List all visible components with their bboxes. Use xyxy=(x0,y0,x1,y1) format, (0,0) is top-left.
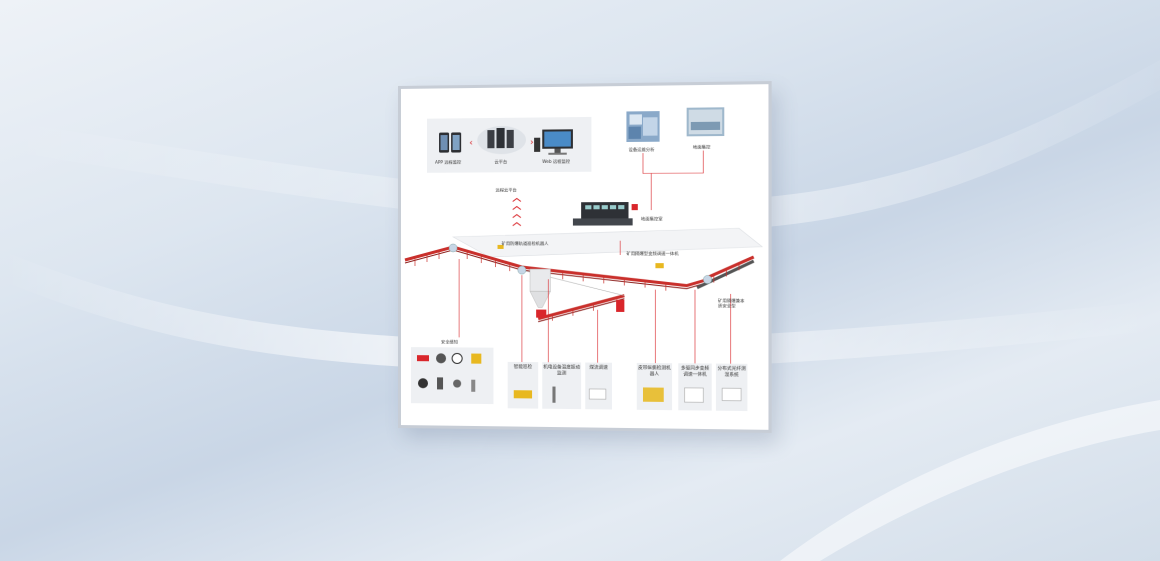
ground-control-label: 地面集控 xyxy=(692,144,711,150)
module-box-belt-tear xyxy=(636,362,673,411)
module-box-multi-sync xyxy=(678,363,712,411)
module-box-temp-vibration xyxy=(542,362,582,410)
upload-chevrons-icon xyxy=(513,198,521,225)
belt-sensor-label: 矿用隔爆兼本质安全型 xyxy=(718,297,745,309)
phone-icon xyxy=(439,132,462,153)
web-label: Web 远程监控 xyxy=(542,158,571,164)
svg-text:›: › xyxy=(530,138,534,148)
conveyor-system xyxy=(405,247,754,323)
pulley-icon xyxy=(703,275,711,283)
svg-text:‹: ‹ xyxy=(469,138,473,148)
control-desk-icon xyxy=(572,202,638,226)
remote-platform-graphics: ‹ › xyxy=(401,107,772,412)
pulley-icon xyxy=(518,266,526,274)
system-diagram-panel: ‹ › xyxy=(398,81,772,433)
safety-sensing-label: 安全感知 xyxy=(441,339,458,345)
control-room-label: 地面集控室 xyxy=(640,216,663,222)
module-label-smart-inspection: 智能巡检 xyxy=(513,364,533,371)
inspection-robot-label: 矿用防爆轨道巡检机器人 xyxy=(501,240,549,246)
module-label-coal-flow: 煤流调速 xyxy=(589,365,608,371)
sync-inverter-label: 矿用隔爆型变频调速一体机 xyxy=(626,250,679,256)
equipment-analysis-label: 设备运维分析 xyxy=(628,146,655,153)
module-label-fiber-temp: 分布式光纤测温系统 xyxy=(717,366,746,379)
module-label-belt-tear: 皮带纵撕检测机器人 xyxy=(638,365,671,378)
module-label-temp-vibration: 机电设备温度振动监测 xyxy=(543,365,581,377)
cloud-server-icon xyxy=(477,125,526,155)
module-box-fiber-temp xyxy=(715,363,748,412)
inspection-robot-icon xyxy=(497,244,504,249)
module-box-coal-flow xyxy=(585,362,612,410)
app-label: APP 远程监控 xyxy=(435,159,462,165)
analysis-screen-icon xyxy=(626,111,660,142)
module-device-icons xyxy=(513,386,741,405)
monitor-icon xyxy=(534,129,573,155)
remote-platform-title: 远程云平台 xyxy=(495,187,517,193)
silo-icon xyxy=(530,269,550,318)
module-label-multi-sync: 多驱同步变频调速一体机 xyxy=(680,366,710,378)
cloud-label: 云平台 xyxy=(494,159,508,165)
module-box-smart-inspection xyxy=(507,361,539,409)
drive-unit-icon xyxy=(616,299,625,312)
pulley-icon xyxy=(449,244,457,252)
sensor-icons xyxy=(416,353,482,392)
ground-control-screen-icon xyxy=(686,107,725,137)
belt-robot-icon xyxy=(655,263,664,269)
